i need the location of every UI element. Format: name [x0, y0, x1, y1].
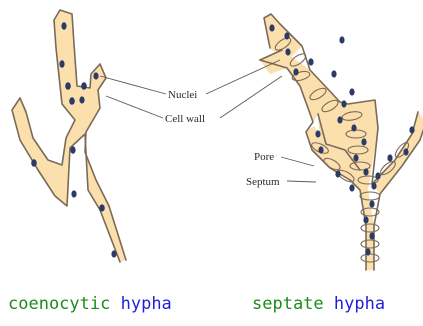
nucleus	[318, 146, 323, 153]
septate-hypha-body	[260, 14, 423, 270]
nucleus	[315, 130, 320, 137]
nucleus	[335, 170, 340, 177]
nucleus	[93, 72, 98, 79]
cell-wall-leader-right	[220, 76, 282, 118]
nucleus	[369, 200, 374, 207]
nucleus	[409, 126, 414, 133]
pore-label: Pore	[254, 151, 274, 163]
nucleus	[361, 138, 366, 145]
nucleus	[331, 70, 336, 77]
nucleus	[363, 168, 368, 175]
callouts: Nuclei Cell wall Pore Septum	[100, 60, 316, 188]
nucleus	[387, 154, 392, 161]
nucleus	[285, 48, 290, 55]
caption-type-word: septate	[252, 294, 324, 314]
nucleus	[308, 58, 313, 65]
coenocytic-hypha-caption: coenocytic hypha	[8, 294, 172, 314]
nucleus	[371, 182, 376, 189]
coenocytic-hypha	[12, 10, 126, 262]
nucleus	[349, 88, 354, 95]
nucleus	[369, 232, 374, 239]
nucleus	[351, 124, 356, 131]
nuclei-leader-right	[206, 60, 280, 94]
nucleus	[269, 24, 274, 31]
nucleus	[363, 216, 368, 223]
cell-wall-leader-left	[106, 96, 163, 118]
nucleus	[79, 96, 84, 103]
nuclei-label: Nuclei	[168, 89, 197, 101]
caption-type-word: coenocytic	[8, 294, 110, 314]
nucleus	[70, 146, 75, 154]
nucleus	[365, 248, 370, 255]
nucleus	[349, 184, 354, 191]
nucleus	[353, 154, 358, 161]
nucleus	[81, 82, 87, 90]
nucleus	[284, 32, 289, 39]
cell-wall-label: Cell wall	[165, 113, 205, 125]
nucleus	[403, 148, 408, 155]
septum-leader	[287, 181, 316, 182]
nucleus	[337, 116, 342, 123]
nucleus	[341, 100, 346, 107]
nucleus	[61, 22, 66, 30]
nucleus	[375, 172, 380, 179]
caption-noun-word: hypha	[334, 294, 385, 314]
caption-noun-word: hypha	[121, 294, 172, 314]
nucleus	[339, 36, 344, 43]
septate-hypha-caption: septate hypha	[252, 294, 385, 314]
nucleus	[31, 159, 37, 167]
nucleus	[293, 68, 298, 75]
septum-label: Septum	[246, 176, 280, 188]
nucleus	[111, 250, 116, 257]
nucleus	[65, 82, 71, 90]
pore-leader	[281, 157, 314, 166]
nucleus	[71, 190, 76, 197]
septate-hypha	[260, 14, 423, 270]
nuclei-leader-left	[100, 76, 166, 94]
hyphae-diagram: Nuclei Cell wall Pore Septum	[0, 0, 423, 290]
coenocytic-hypha-body	[12, 10, 126, 262]
nucleus	[59, 60, 64, 68]
nucleus	[99, 204, 105, 211]
nucleus	[69, 97, 75, 105]
